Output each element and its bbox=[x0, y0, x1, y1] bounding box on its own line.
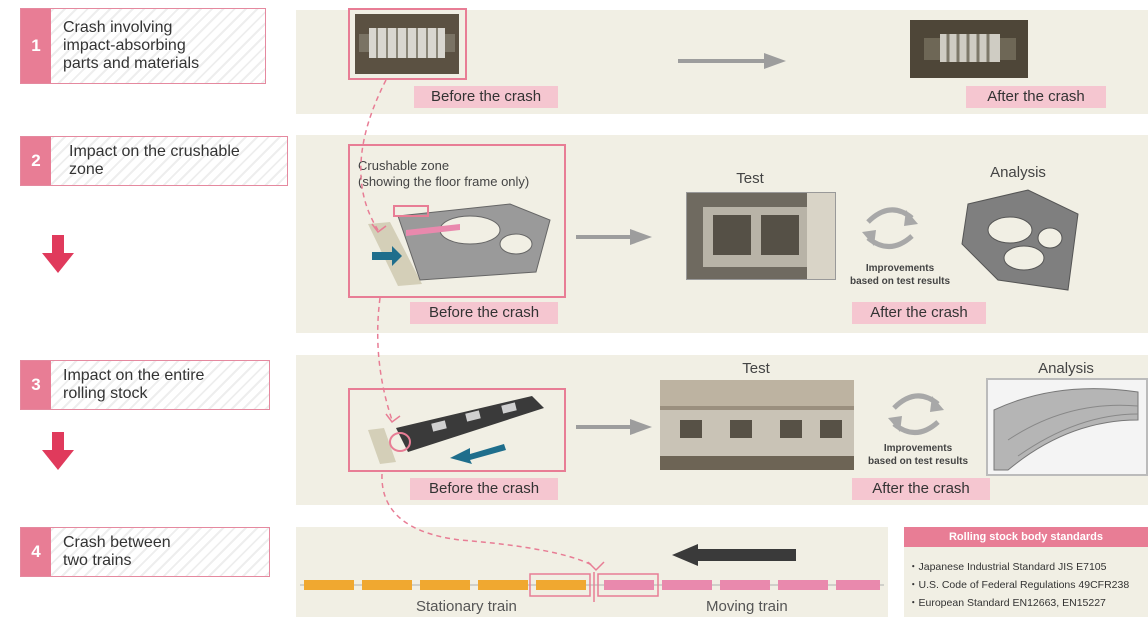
down-arrow-icon bbox=[42, 432, 74, 470]
improvements-label: Improvements based on test results bbox=[858, 442, 978, 468]
improvements-label: Improvements based on test results bbox=[840, 262, 960, 288]
test-photo bbox=[686, 192, 836, 280]
step-text-line: parts and materials bbox=[63, 55, 200, 72]
rolling-stock-frame bbox=[348, 388, 566, 472]
absorber-after-image bbox=[910, 20, 1028, 78]
step-text-line: Crash involving bbox=[63, 19, 173, 36]
step-number: 2 bbox=[21, 137, 51, 185]
zone-label-line: Crushable zone bbox=[358, 158, 450, 173]
after-crash-tag: After the crash bbox=[852, 478, 990, 500]
step-text-line: zone bbox=[69, 161, 104, 178]
cycle-arrows-icon bbox=[862, 207, 918, 249]
analysis-label: Analysis bbox=[1038, 360, 1094, 377]
cycle-arrows-icon bbox=[888, 393, 944, 435]
right-arrow-icon bbox=[576, 419, 652, 435]
before-crash-frame bbox=[348, 8, 467, 80]
test-label: Test bbox=[742, 360, 770, 377]
after-crash-tag: After the crash bbox=[966, 86, 1106, 108]
before-crash-tag: Before the crash bbox=[410, 302, 558, 324]
before-crash-tag: Before the crash bbox=[410, 478, 558, 500]
standard-item: ・U.S. Code of Federal Regulations 49CFR2… bbox=[908, 579, 1130, 591]
analysis-label: Analysis bbox=[990, 164, 1046, 181]
moving-direction-arrow-icon bbox=[672, 544, 796, 566]
down-arrow-icon bbox=[42, 235, 74, 273]
before-crash-tag: Before the crash bbox=[414, 86, 558, 108]
standards-title: Rolling stock body standards bbox=[904, 527, 1148, 547]
analysis-model-image bbox=[961, 189, 1079, 291]
stationary-train-label: Stationary train bbox=[416, 598, 517, 615]
right-arrow-icon bbox=[678, 53, 786, 69]
step-text-line: Impact on the crushable bbox=[69, 143, 240, 160]
floor-frame-illustration bbox=[368, 203, 551, 286]
right-arrow-icon bbox=[576, 229, 652, 245]
step-number: 3 bbox=[21, 361, 51, 409]
step-text-line: Impact on the entire bbox=[63, 367, 205, 384]
standards-box: Rolling stock body standards ・Japanese I… bbox=[904, 527, 1148, 617]
train-track-diagram bbox=[300, 572, 884, 602]
standard-item: ・European Standard EN12663, EN15227 bbox=[908, 597, 1106, 609]
zone-label-line: (showing the floor frame only) bbox=[358, 174, 530, 189]
test-label: Test bbox=[736, 170, 764, 187]
step-text-line: rolling stock bbox=[63, 385, 148, 402]
step-text-line: two trains bbox=[63, 552, 132, 569]
improve-line: based on test results bbox=[849, 276, 951, 287]
crushable-zone-label: Crushable zone (showing the floor frame … bbox=[358, 158, 529, 190]
improve-line: Improvements bbox=[883, 443, 953, 454]
car-body-illustration bbox=[368, 396, 544, 464]
improve-line: Improvements bbox=[865, 263, 935, 274]
standard-item: ・Japanese Industrial Standard JIS E7105 bbox=[908, 561, 1107, 573]
improve-line: based on test results bbox=[867, 456, 969, 467]
moving-train-label: Moving train bbox=[706, 598, 788, 615]
after-crash-tag: After the crash bbox=[852, 302, 986, 324]
step-text-line: Crash between bbox=[63, 534, 171, 551]
absorber-before-image bbox=[355, 14, 459, 74]
step-number: 4 bbox=[21, 528, 51, 576]
step-number: 1 bbox=[21, 9, 51, 83]
crushable-zone-frame bbox=[348, 144, 566, 298]
analysis-model-image bbox=[986, 378, 1148, 476]
step-text-line: impact-absorbing bbox=[63, 37, 186, 54]
test-photo bbox=[660, 380, 854, 470]
